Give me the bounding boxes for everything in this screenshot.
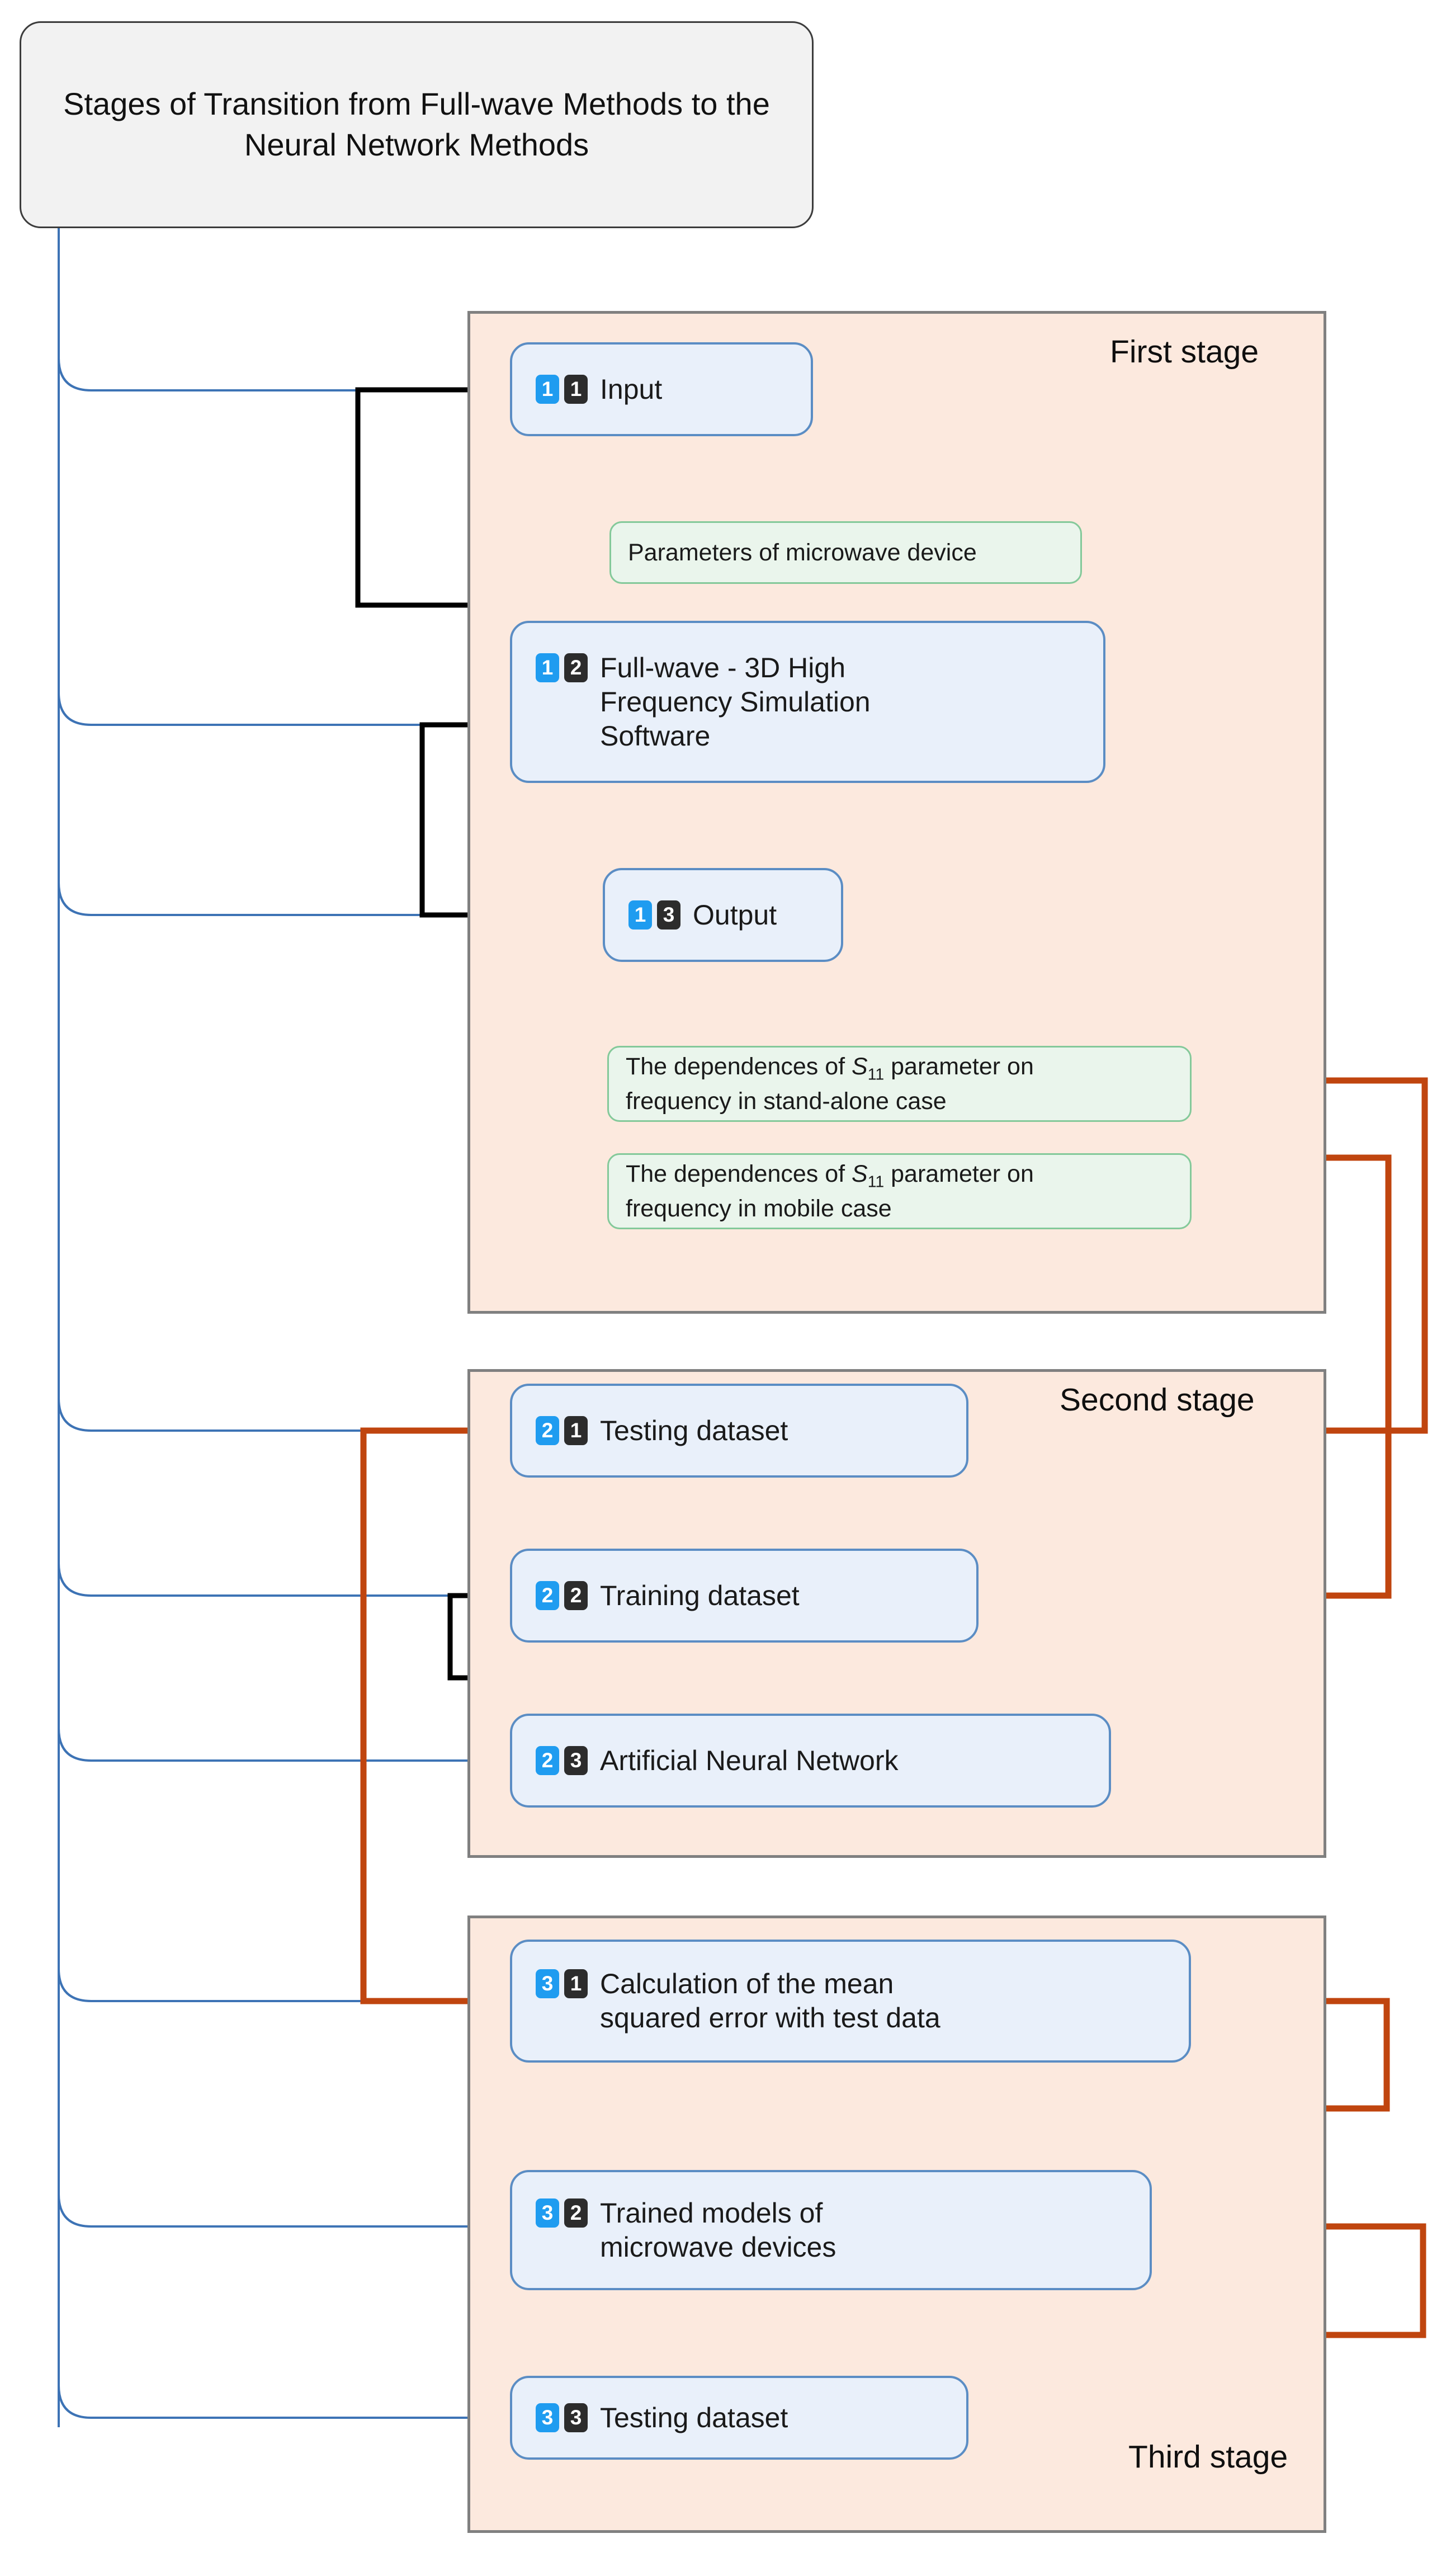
node-label: Input [600, 373, 663, 405]
node-label: Output [693, 899, 777, 931]
page-title: Stages of Transition from Full-wave Meth… [63, 86, 770, 162]
node-label: Full-wave - 3D High Frequency Simulation… [600, 652, 871, 752]
node-3-1-mse-calculation[interactable]: 3 1 Calculation of the mean squared erro… [510, 1940, 1191, 2063]
badge-group: 1 2 [536, 653, 588, 682]
badge-group: 2 3 [536, 1745, 588, 1775]
leaf-parameters-of-microwave-device[interactable]: Parameters of microwave device [609, 521, 1082, 584]
diagram-title-box: Stages of Transition from Full-wave Meth… [20, 21, 814, 228]
leaf-label: Parameters of microwave device [628, 539, 977, 566]
badge-minor: 3 [564, 1745, 588, 1775]
badge-group: 1 1 [536, 374, 588, 404]
s-parameter-symbol: S [852, 1053, 868, 1080]
node-1-2-fullwave[interactable]: 1 2 Full-wave - 3D High Frequency Simula… [510, 621, 1105, 783]
badge-group: 2 1 [536, 1416, 588, 1445]
node-label: Trained models of microwave devices [600, 2197, 836, 2263]
leaf-s11-mobile[interactable]: The dependences of S11 parameter on freq… [607, 1153, 1192, 1229]
s-parameter-subscript: 11 [867, 1065, 885, 1084]
leaf-text-post: parameter on frequency in mobile case [626, 1160, 1034, 1223]
badge-major: 2 [536, 1416, 559, 1445]
stage-label-second: Second stage [1060, 1382, 1255, 1418]
badge-minor: 2 [564, 2198, 588, 2228]
stage-label-first: First stage [1110, 334, 1259, 370]
node-label: Calculation of the mean squared error wi… [600, 1968, 940, 2034]
badge-minor: 3 [657, 900, 680, 930]
leaf-label: The dependences of S11 parameter on freq… [626, 1158, 1034, 1225]
node-3-3-testing-dataset[interactable]: 3 3 Testing dataset [510, 2376, 968, 2460]
badge-major: 1 [628, 900, 652, 930]
leaf-text-post: parameter on frequency in stand-alone ca… [626, 1053, 1034, 1115]
node-1-1-input[interactable]: 1 1 Input [510, 342, 813, 436]
badge-group: 3 2 [536, 2198, 588, 2228]
badge-major: 3 [536, 2198, 559, 2228]
node-1-3-output[interactable]: 1 3 Output [603, 868, 843, 962]
blue-trunk [58, 226, 506, 2427]
node-label: Testing dataset [600, 2402, 788, 2433]
badge-major: 2 [536, 1580, 559, 1610]
node-label: Artificial Neural Network [600, 1744, 899, 1776]
badge-minor: 1 [564, 1969, 588, 1998]
leaf-text-pre: The dependences of [626, 1053, 852, 1080]
node-3-2-trained-models[interactable]: 3 2 Trained models of microwave devices [510, 2170, 1152, 2290]
badge-major: 3 [536, 2403, 559, 2432]
badge-minor: 1 [564, 374, 588, 404]
s-parameter-symbol: S [852, 1160, 868, 1187]
badge-major: 3 [536, 1969, 559, 1998]
badge-minor: 3 [564, 2403, 588, 2432]
badge-group: 1 3 [628, 900, 680, 930]
s-parameter-subscript: 11 [867, 1173, 885, 1191]
leaf-s11-standalone[interactable]: The dependences of S11 parameter on freq… [607, 1046, 1192, 1122]
badge-minor: 2 [564, 653, 588, 682]
node-2-1-testing-dataset[interactable]: 2 1 Testing dataset [510, 1384, 968, 1478]
badge-major: 2 [536, 1745, 559, 1775]
badge-major: 1 [536, 653, 559, 682]
leaf-text-pre: The dependences of [626, 1160, 852, 1187]
leaf-label: The dependences of S11 parameter on freq… [626, 1050, 1034, 1118]
badge-minor: 2 [564, 1580, 588, 1610]
badge-group: 3 1 [536, 1969, 588, 1998]
badge-minor: 1 [564, 1416, 588, 1445]
node-label: Testing dataset [600, 1414, 788, 1446]
badge-major: 1 [536, 374, 559, 404]
badge-group: 2 2 [536, 1580, 588, 1610]
badge-group: 3 3 [536, 2403, 588, 2432]
node-2-2-training-dataset[interactable]: 2 2 Training dataset [510, 1549, 979, 1643]
node-label: Training dataset [600, 1579, 800, 1611]
node-2-3-artificial-neural-network[interactable]: 2 3 Artificial Neural Network [510, 1714, 1111, 1808]
stage-label-third: Third stage [1128, 2439, 1288, 2475]
stage-container-first [467, 311, 1326, 1314]
